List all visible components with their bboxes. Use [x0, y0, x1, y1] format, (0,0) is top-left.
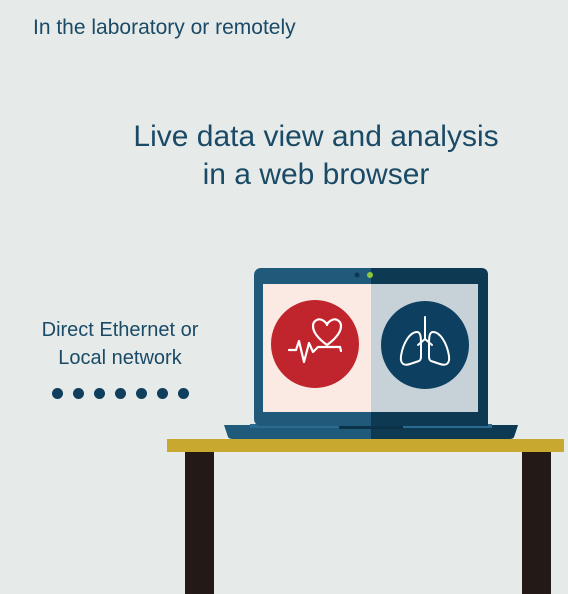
connection-dot [94, 388, 105, 399]
connection-dot [178, 388, 189, 399]
table-top [167, 439, 564, 452]
headline: Live data view and analysis in a web bro… [0, 118, 568, 194]
connection-dot [73, 388, 84, 399]
connection-dot [52, 388, 63, 399]
table-leg-right [522, 452, 551, 594]
headline-line-1: Live data view and analysis [133, 120, 499, 153]
page-heading: In the laboratory or remotely [33, 16, 296, 39]
connection-dot [115, 388, 126, 399]
lungs-icon [381, 301, 469, 389]
webcam-icon [354, 272, 360, 278]
camera-led-icon [367, 272, 373, 278]
connection-label-line-2: Local network [58, 347, 182, 369]
heart-rate-icon [271, 300, 359, 388]
connection-label: Direct Ethernet or Local network [17, 316, 223, 372]
connection-label-line-1: Direct Ethernet or [41, 319, 199, 341]
connection-dot [136, 388, 147, 399]
headline-line-2: in a web browser [202, 158, 430, 191]
table-leg-left [185, 452, 214, 594]
connection-dots [52, 388, 189, 399]
laptop-base [224, 424, 518, 439]
connection-dot [157, 388, 168, 399]
